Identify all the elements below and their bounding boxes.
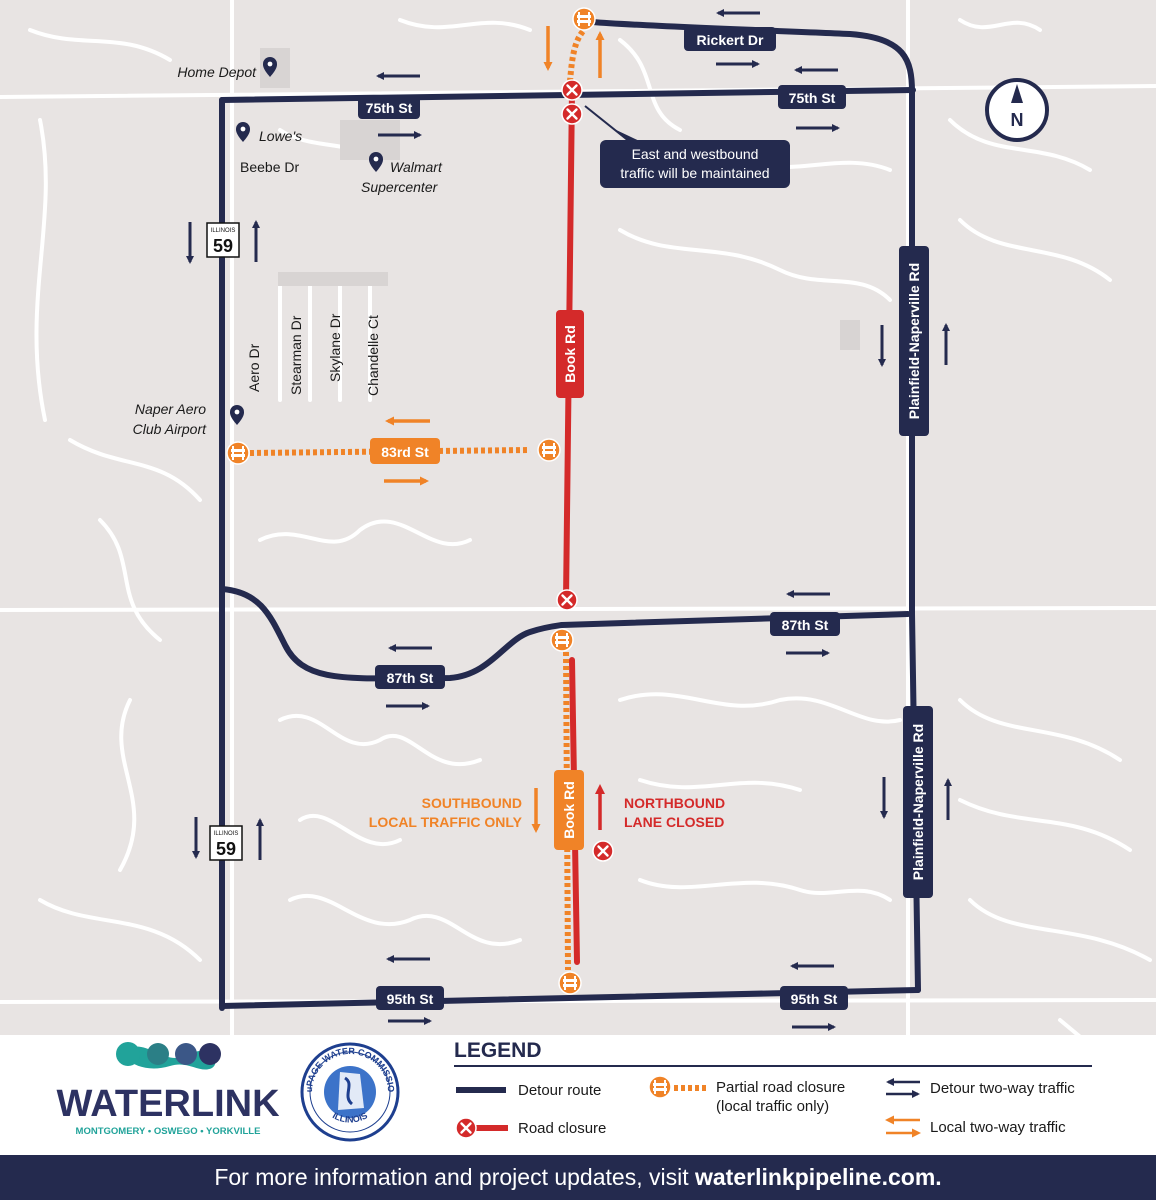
svg-text:59: 59 — [216, 839, 236, 859]
svg-text:Lowe's: Lowe's — [259, 128, 302, 144]
svg-text:ILLINOIS: ILLINOIS — [214, 831, 239, 837]
barricade-rickert — [572, 7, 596, 31]
svg-text:87th St: 87th St — [387, 670, 434, 686]
place-lowes: Lowe's — [236, 122, 302, 144]
road-label-87th-east: 87th St — [770, 612, 840, 636]
detour-traffic-arrows — [186, 9, 952, 1031]
road-label-pn-north: Plainfield-Naperville Rd — [899, 246, 929, 436]
svg-text:83rd St: 83rd St — [381, 444, 429, 460]
place-walmart: Walmart Supercenter — [361, 152, 443, 195]
road-label-95th-west: 95th St — [376, 986, 444, 1010]
road-label-book-north: Book Rd — [556, 310, 584, 398]
svg-text:Naper Aero: Naper Aero — [135, 401, 206, 417]
svg-text:95th St: 95th St — [791, 991, 838, 1007]
svg-text:traffic will be maintained: traffic will be maintained — [620, 165, 769, 181]
svg-text:Club Airport: Club Airport — [133, 421, 208, 437]
north-arrow: N — [985, 78, 1049, 142]
svg-text:Book Rd: Book Rd — [561, 781, 577, 839]
road-label-pn-south: Plainfield-Naperville Rd — [903, 706, 933, 898]
detour-two-way-icon — [886, 1078, 920, 1098]
detour-87th-st-east — [559, 611, 911, 628]
legend-title: LEGEND — [454, 1039, 542, 1062]
map-pin-icon — [263, 57, 277, 77]
svg-text:Plainfield-Naperville Rd: Plainfield-Naperville Rd — [910, 724, 926, 880]
legend: LEGEND Detour route Road closure Partial… — [454, 1039, 1092, 1140]
svg-text:Home Depot: Home Depot — [177, 64, 257, 80]
callout-traffic-maintained: East and westbound traffic will be maint… — [584, 105, 790, 188]
barricade-book-95th — [558, 971, 582, 995]
closure-marker-75th-north — [560, 78, 584, 102]
road-closure-icon — [454, 1116, 478, 1140]
map-pin-icon — [369, 152, 383, 172]
barricade-83rd-east — [537, 438, 561, 462]
closure-marker-87th — [555, 588, 579, 612]
map-pin-icon — [230, 405, 244, 425]
closure-marker-75th-south — [560, 102, 584, 126]
svg-text:95th St: 95th St — [387, 991, 434, 1007]
waterlink-logo: WATERLINK MONTGOMERY • OSWEGO • YORKVILL… — [56, 1042, 280, 1137]
svg-text:Local two-way traffic: Local two-way traffic — [930, 1119, 1066, 1136]
annotation-southbound-2: LOCAL TRAFFIC ONLY — [369, 814, 523, 830]
partial-closure-book-north — [567, 27, 587, 83]
barricade-icon — [648, 1075, 672, 1099]
svg-text:WATERLINK: WATERLINK — [56, 1083, 280, 1125]
svg-text:East and westbound: East and westbound — [632, 146, 759, 162]
map-pin-icon — [236, 122, 250, 142]
annotation-southbound-1: SOUTHBOUND — [422, 795, 522, 811]
local-two-way-icon — [885, 1115, 921, 1138]
svg-text:Plainfield-Naperville Rd: Plainfield-Naperville Rd — [906, 263, 922, 419]
road-label-75th-east: 75th St — [778, 85, 846, 109]
place-naper-aero: Naper Aero Club Airport — [133, 401, 244, 437]
detour-map: Rickert Dr 75th St 75th St 83rd St 87th … — [0, 0, 1156, 1142]
svg-text:(local traffic only): (local traffic only) — [716, 1098, 829, 1115]
road-label-book-south: Book Rd — [554, 770, 584, 850]
closure-marker-northbound — [591, 839, 615, 863]
annotation-northbound-2: LANE CLOSED — [624, 814, 724, 830]
barricade-book-87th — [550, 628, 574, 652]
street-label-aero: Aero Dr — [246, 343, 262, 392]
route-59-shield-south: ILLINOIS 59 — [209, 825, 243, 861]
local-traffic-arrows — [384, 26, 605, 833]
road-label-95th-east: 95th St — [780, 986, 848, 1010]
dupage-county-icon — [338, 1072, 364, 1110]
barricade-83rd-west — [226, 441, 250, 465]
svg-text:ILLINOIS: ILLINOIS — [331, 1110, 369, 1124]
street-label-chandelle: Chandelle Ct — [365, 315, 381, 396]
detour-rickert-dr — [589, 19, 915, 95]
svg-text:Detour route: Detour route — [518, 1082, 601, 1099]
street-label-skylane: Skylane Dr — [327, 313, 343, 382]
place-home-depot: Home Depot — [177, 57, 277, 80]
svg-text:75th St: 75th St — [789, 90, 836, 106]
building-blocks — [260, 48, 860, 350]
svg-text:Rickert Dr: Rickert Dr — [697, 32, 764, 48]
svg-text:Book Rd: Book Rd — [562, 325, 578, 383]
footer-text: For more information and project updates… — [214, 1164, 695, 1190]
road-label-87th-west: 87th St — [375, 665, 445, 689]
north-arrow-icon — [1011, 84, 1023, 103]
svg-text:Partial road closure: Partial road closure — [716, 1079, 845, 1096]
svg-text:59: 59 — [213, 236, 233, 256]
road-label-rickert: Rickert Dr — [684, 27, 776, 51]
svg-text:Detour two-way traffic: Detour two-way traffic — [930, 1080, 1075, 1097]
street-label-beebe: Beebe Dr — [240, 159, 299, 175]
route-59-shield-north: ILLINOIS 59 — [206, 222, 240, 258]
svg-text:ILLINOIS: ILLINOIS — [211, 228, 236, 234]
footer-banner: For more information and project updates… — [0, 1155, 1156, 1200]
svg-text:75th St: 75th St — [366, 100, 413, 116]
annotation-northbound-1: NORTHBOUND — [624, 795, 725, 811]
street-label-stearman: Stearman Dr — [288, 315, 304, 395]
svg-text:MONTGOMERY • OSWEGO • YORKVILL: MONTGOMERY • OSWEGO • YORKVILLE — [76, 1126, 261, 1137]
svg-text:Walmart: Walmart — [390, 159, 443, 175]
road-label-83rd: 83rd St — [370, 438, 440, 464]
svg-text:N: N — [1011, 110, 1024, 130]
svg-text:87th St: 87th St — [782, 617, 829, 633]
svg-text:Supercenter: Supercenter — [361, 179, 439, 195]
street-network — [0, 18, 1156, 1004]
road-label-75th-west: 75th St — [358, 95, 420, 119]
svg-text:Road closure: Road closure — [518, 1120, 606, 1137]
footer-link[interactable]: waterlinkpipeline.com. — [694, 1164, 942, 1190]
